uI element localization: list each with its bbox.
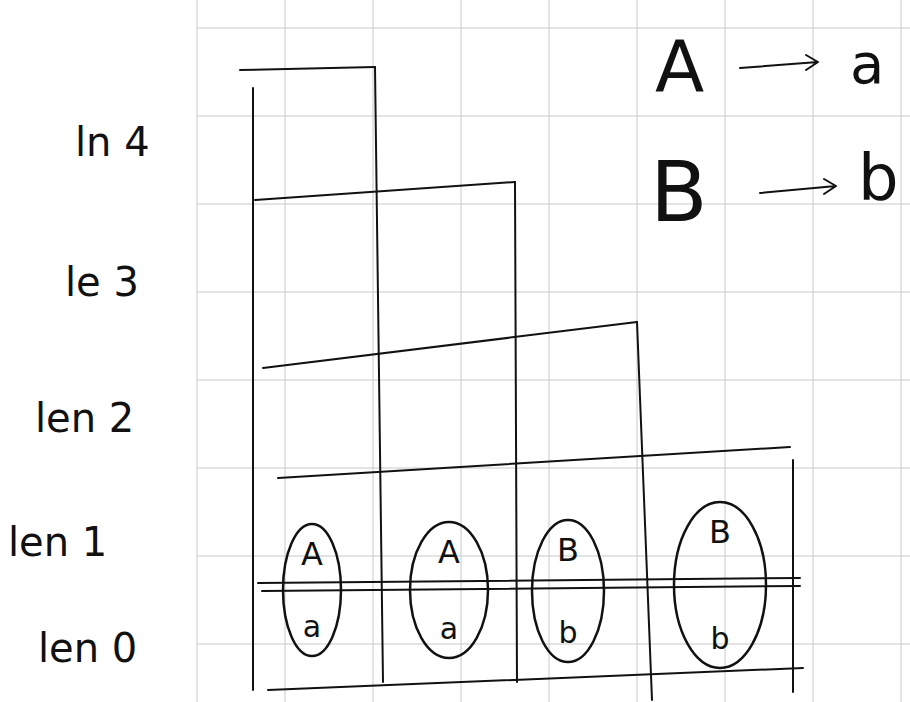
grid-line: [197, 0, 198, 702]
mapping-symbol: A: [655, 30, 704, 102]
grid-line: [197, 644, 910, 645]
mapping-symbol: a: [850, 36, 884, 92]
level-label: ln 4: [75, 122, 150, 162]
oval-node: Bb: [530, 518, 606, 664]
level-line: [258, 578, 800, 583]
grid-line: [285, 0, 286, 702]
level-line: [240, 67, 375, 70]
level-label: len 2: [35, 398, 134, 438]
level-line: [268, 668, 803, 690]
arrow: [760, 179, 836, 194]
oval-node: Aa: [281, 522, 343, 658]
grid-line: [901, 0, 902, 702]
grid-line: [197, 468, 910, 469]
level-line: [263, 322, 637, 368]
level-label: len 0: [38, 628, 137, 668]
symbol-lower: a: [281, 612, 343, 642]
grid-line: [461, 0, 462, 702]
grid-line: [549, 0, 550, 702]
mapping-symbol: B: [650, 150, 708, 234]
symbol-lower: b: [672, 624, 768, 654]
grid-line: [197, 28, 910, 29]
column-edge: [515, 182, 517, 682]
mapping-symbol: b: [858, 146, 899, 210]
level-label: len 1: [8, 522, 107, 562]
oval-node: Bb: [672, 500, 768, 670]
symbol-upper: A: [408, 536, 490, 568]
symbol-upper: B: [672, 516, 768, 548]
grid-line: [197, 380, 910, 381]
arrow: [740, 55, 818, 70]
grid-line: [197, 204, 910, 205]
grid: [197, 0, 910, 702]
grid-line: [197, 116, 910, 117]
symbol-upper: B: [530, 534, 606, 566]
column-edge: [637, 322, 652, 700]
grid-line: [725, 0, 726, 702]
symbol-upper: A: [281, 538, 343, 570]
symbol-lower: a: [408, 614, 490, 644]
level-line: [255, 182, 515, 200]
grid-line: [373, 0, 374, 702]
oval-node: Aa: [408, 520, 490, 660]
grid-line: [813, 0, 814, 702]
symbol-lower: b: [530, 618, 606, 648]
level-label: le 3: [65, 262, 139, 302]
mapping-arrows: [740, 55, 836, 194]
staircase: [240, 67, 803, 700]
left-edge: [252, 88, 254, 690]
column-edge: [792, 460, 794, 692]
grid-line: [197, 292, 910, 293]
level-line: [278, 447, 790, 478]
